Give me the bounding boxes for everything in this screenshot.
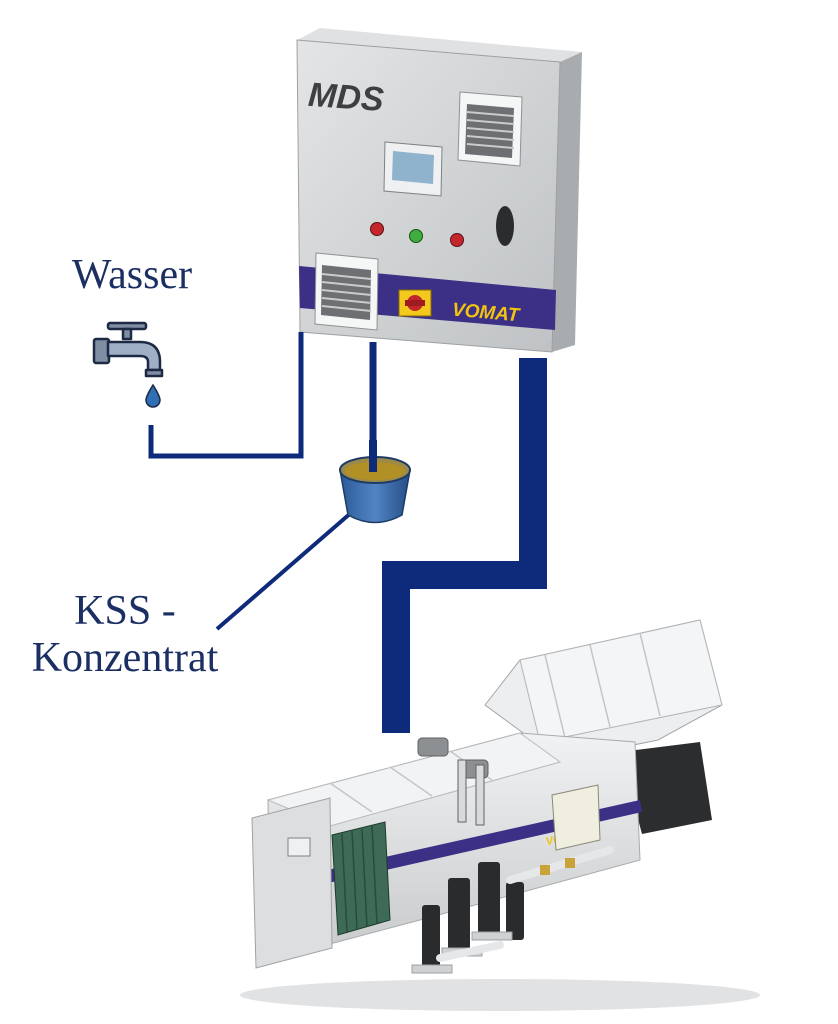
mds-control-cabinet: VOMAT MDS xyxy=(296,28,582,353)
machine-top-motor xyxy=(417,737,489,826)
coolant-feed-pipe xyxy=(382,358,547,733)
indicator-lamp-red-left xyxy=(370,222,384,236)
concentrate-label-line1: KSS - xyxy=(74,588,176,634)
concentrate-label: KSS - Konzentrat xyxy=(20,588,230,682)
water-supply-pipe xyxy=(148,332,304,459)
water-label: Wasser xyxy=(71,252,193,298)
cabinet-vent-upper xyxy=(457,91,523,167)
machine-pumps xyxy=(422,862,524,967)
concentrate-bucket xyxy=(339,440,411,524)
cabinet-main-switch xyxy=(398,289,432,317)
pipes xyxy=(148,332,547,733)
concentrate-label-line2: Konzentrat xyxy=(31,635,219,682)
filtration-machine: VOMAT xyxy=(240,619,760,1011)
cabinet-title: MDS xyxy=(307,76,385,119)
machine-side-control-box xyxy=(551,784,601,851)
indicator-lamp-red-right xyxy=(450,233,464,247)
machine-plate-heat-exchanger xyxy=(331,821,391,936)
indicator-lamp-green xyxy=(409,229,423,243)
cabinet-vent-lower xyxy=(314,252,379,331)
concentrate-pointer-line xyxy=(215,510,354,631)
cabinet-display xyxy=(383,141,443,197)
water-drop-icon xyxy=(145,383,161,408)
machine-dirty-tank xyxy=(620,742,712,834)
cabinet-door-handle xyxy=(496,206,514,246)
water-tap-icon xyxy=(92,321,164,378)
